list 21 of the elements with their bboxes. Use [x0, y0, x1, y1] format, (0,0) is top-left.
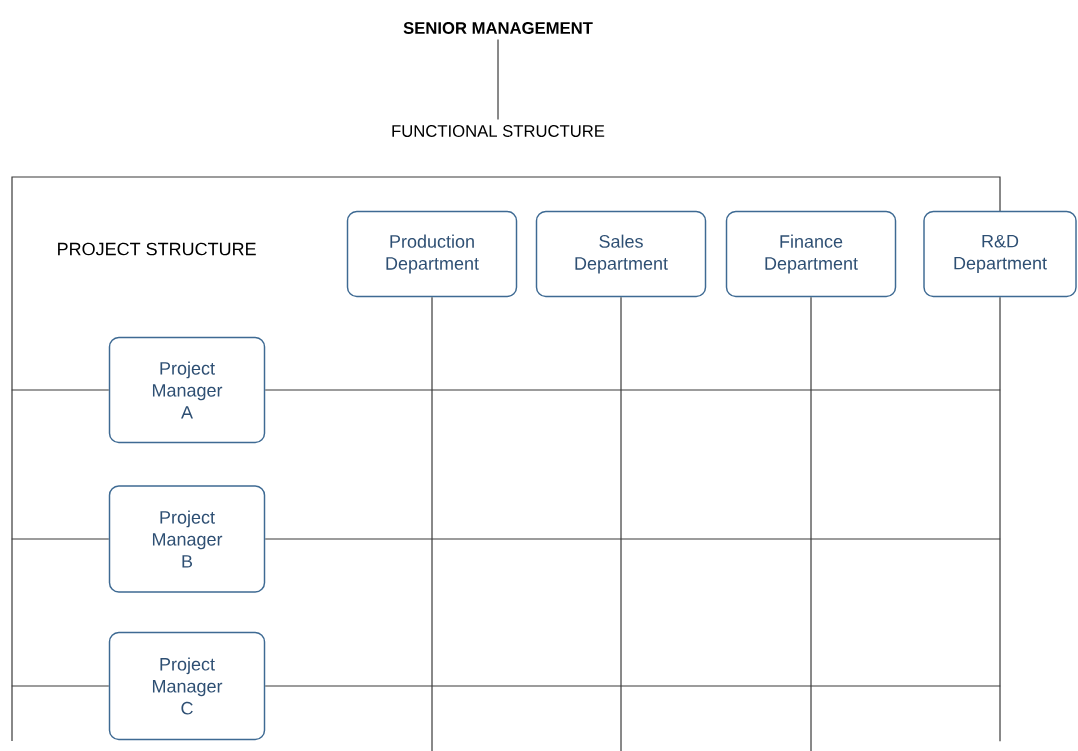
connector-line [497, 38, 499, 121]
department-box: Finance Department [725, 210, 897, 298]
grid-line [999, 296, 1001, 742]
manager-box: Project Manager A [108, 336, 266, 444]
department-box: Production Department [346, 210, 518, 298]
connector-line [11, 685, 110, 687]
connector-line [11, 538, 110, 540]
connector-line [264, 538, 1001, 540]
heading-text: FUNCTIONAL STRUCTURE [392, 125, 605, 137]
department-box: Sales Department [535, 210, 707, 298]
grid-line [620, 296, 622, 751]
connector-line [264, 685, 1001, 687]
grid-line [431, 296, 433, 751]
section-heading: PROJECT STRUCTURE [58, 242, 256, 256]
manager-box: Project Manager B [108, 485, 266, 593]
connector-line [264, 389, 1001, 391]
department-box: R&D Department [923, 210, 1077, 298]
grid-line [810, 296, 812, 751]
connector-line [11, 389, 110, 391]
manager-box: Project Manager C [108, 631, 266, 741]
title-text: SENIOR MANAGEMENT [403, 22, 593, 34]
